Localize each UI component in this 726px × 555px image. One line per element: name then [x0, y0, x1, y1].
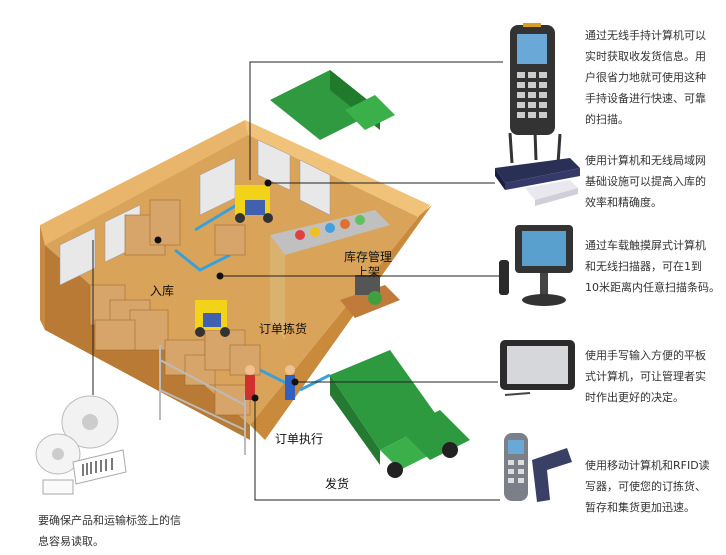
wlan-description: 使用计算机和无线局域网 基础设施可以提高入库的 效率和精确度。: [585, 150, 721, 213]
tablet-description: 使用手写输入方便的平板 式计算机，可让管理者实 时作出更好的决定。: [585, 345, 721, 408]
back-wall: [245, 120, 430, 218]
handheld-computer-icon: [510, 23, 555, 135]
labels-description: 要确保产品和运输标签上的信 息容易读取。: [38, 510, 218, 552]
handheld-description: 通过无线手持计算机可以 实时获取收发货信息。用 户很省力地就可使用这种 手持设备…: [585, 25, 721, 130]
wireless-router-icon: [495, 130, 580, 206]
vehicle-terminal-description-line: 和无线扫描器，可在1到: [585, 260, 702, 273]
zone-shelving-label: 上架: [356, 265, 381, 279]
forklift-lower: [195, 300, 230, 337]
back-truck: [270, 70, 395, 140]
label-rolls-icon: [35, 395, 127, 495]
zone-inventory-label: 库存管理: [344, 250, 393, 264]
shipping-truck: [330, 350, 470, 478]
handheld-description-line: 手持设备进行快速、可靠: [585, 92, 706, 105]
workers: [245, 365, 295, 400]
zone-shipping-label: 发货: [325, 477, 350, 491]
tablet-description-line: 时作出更好的决定。: [585, 391, 684, 404]
zone-inbound-label: 入库: [150, 284, 175, 298]
callout-lines: [92, 61, 505, 501]
wlan-description-line: 效率和精确度。: [585, 196, 662, 209]
wlan-description-line: 基础设施可以提高入库的: [585, 175, 706, 188]
labels-description-line: 息容易读取。: [38, 535, 104, 548]
box-stacks: [89, 199, 261, 416]
inventory-desk: [340, 275, 400, 318]
left-wall: [40, 120, 248, 245]
zone-picking-label: 订单拣货: [259, 322, 308, 336]
handheld-description-line: 户很省力地就可使用这种: [585, 71, 706, 84]
handheld-description-line: 通过无线手持计算机可以: [585, 29, 706, 42]
handheld-description-line: 实时获取收发货信息。用: [585, 50, 706, 63]
rfid-description-line: 写器，可使您的订拣货、: [585, 480, 706, 493]
rfid-description-line: 暂存和集货更加迅速。: [585, 501, 695, 514]
forklift-upper: [235, 185, 273, 223]
storage-rack: [159, 345, 246, 455]
wlan-description-line: 使用计算机和无线局域网: [585, 154, 706, 167]
vehicle-terminal-description-line: 10米距离内任意扫描条码。: [585, 281, 720, 294]
shelf-goods: [295, 215, 365, 240]
labels-description-line: 要确保产品和运输标签上的信: [38, 514, 181, 527]
rfid-description: 使用移动计算机和RFID读 写器，可使您的订拣货、 暂存和集货更加迅速。: [585, 455, 721, 518]
rfid-description-line: 使用移动计算机和RFID读: [585, 459, 710, 472]
vehicle-terminal-description-line: 通过车载触摸屏式计算机: [585, 239, 706, 252]
tablet-computer-icon: [500, 340, 575, 396]
tablet-description-line: 式计算机，可让管理者实: [585, 370, 706, 383]
handheld-description-line: 的扫描。: [585, 113, 629, 126]
callout-dots: [154, 179, 299, 402]
tablet-description-line: 使用手写输入方便的平板: [585, 349, 706, 362]
zone-fulfillment-label: 订单执行: [275, 432, 324, 446]
vehicle-terminal-description: 通过车载触摸屏式计算机 和无线扫描器，可在1到 10米距离内任意扫描条码。: [585, 235, 721, 298]
vehicle-mount-terminal-icon: [499, 225, 573, 306]
rfid-reader-icon: [504, 433, 572, 502]
